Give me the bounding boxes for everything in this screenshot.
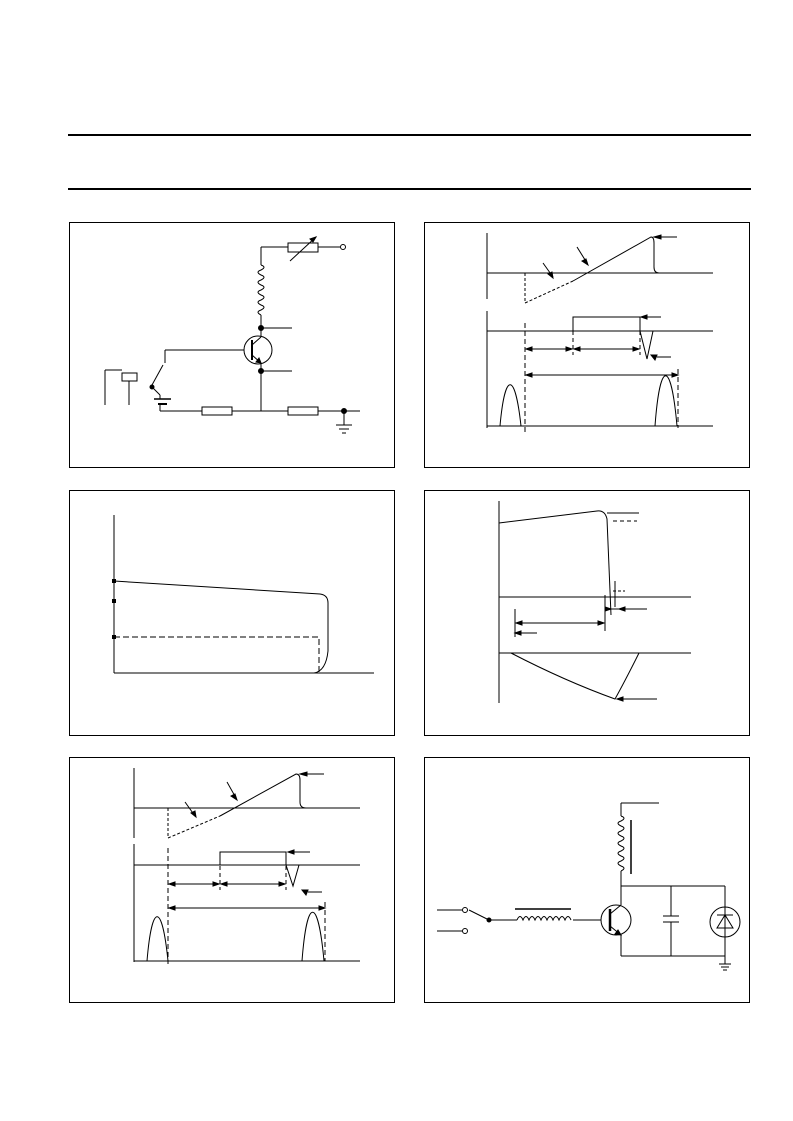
- figure-4-waveforms: [425, 491, 751, 737]
- drive-pulse-2: [655, 376, 677, 426]
- header-rule: [68, 188, 751, 190]
- tick-marker-1: [112, 579, 116, 583]
- dim-t-on-b: [213, 882, 219, 886]
- dim-t-p-a: [574, 347, 580, 351]
- dim-t-on-a: [169, 882, 175, 886]
- turnoff-spike: [640, 331, 653, 359]
- supply-terminal: [341, 245, 346, 250]
- ramp-dashed: [168, 816, 220, 838]
- curve-solid: [114, 581, 328, 673]
- figure-3-plot: [112, 491, 396, 737]
- drive-pulse-1: [500, 385, 521, 426]
- ramp-solid: [220, 774, 306, 816]
- arrow-top-right: [641, 315, 647, 319]
- variable-arrow-head: [310, 237, 316, 242]
- arrow-bottom: [617, 697, 623, 701]
- tick-marker-3: [112, 635, 116, 639]
- figure-1-test-circuit: [69, 222, 395, 468]
- dim-t-p-a: [221, 882, 227, 886]
- emitter-resistor: [288, 407, 318, 415]
- variable-resistor: [288, 243, 318, 252]
- pulse-current: [573, 317, 640, 331]
- inductor-coil: [258, 265, 264, 315]
- figure-6-test-circuit: [424, 757, 750, 1003]
- switch-lower-wire: [152, 387, 160, 395]
- figure-2-switching-waveforms: [424, 222, 750, 468]
- ramp-solid: [573, 237, 659, 281]
- dim-period-b: [319, 906, 325, 910]
- relay-coil: [122, 373, 137, 381]
- ramp-arrow-a: [191, 811, 196, 817]
- dim-ts-b: [598, 621, 604, 625]
- figure-3-curve: [69, 490, 395, 736]
- figure-2-waveforms: [425, 223, 751, 469]
- arrow-bottom-right: [651, 355, 657, 360]
- dim-t-on-b: [566, 347, 572, 351]
- switch-blade: [152, 365, 163, 385]
- drive-pulse-2: [302, 912, 324, 961]
- ramp-dashed: [525, 281, 573, 303]
- top-rule: [68, 134, 751, 136]
- figure-5-switching-waveforms: [69, 757, 395, 1003]
- switch-contact-b: [463, 929, 468, 934]
- dim-ts-a: [516, 621, 522, 625]
- dim-t-on-a: [526, 347, 532, 351]
- switch-blade: [469, 910, 489, 920]
- voltage-curve: [499, 511, 611, 615]
- base-resistor: [202, 407, 232, 415]
- arrow-top-right: [288, 850, 294, 854]
- dim-period-b: [672, 373, 678, 377]
- switch-contact-a: [463, 908, 468, 913]
- ramp-arrow-b: [231, 794, 237, 800]
- current-curve: [511, 653, 639, 699]
- peak-arrow: [654, 235, 661, 239]
- figure-4-turn-off-waveforms: [424, 490, 750, 736]
- transistor-collector-lead: [252, 337, 261, 345]
- dim-period-a: [169, 906, 175, 910]
- curve-dashed: [114, 637, 319, 673]
- figure-5-waveforms: [70, 758, 396, 1004]
- dim-t-p-b: [279, 882, 285, 886]
- drive-pulse-1: [147, 917, 168, 961]
- dim-t-p-b: [633, 347, 639, 351]
- pulse-current: [220, 852, 286, 865]
- peak-arrow: [300, 772, 307, 776]
- emitter-arrow: [256, 358, 261, 363]
- inductor-coil: [618, 816, 624, 871]
- tick-marker-2: [112, 599, 116, 603]
- ramp-arrow-b: [582, 259, 588, 265]
- ramp-arrow-a: [548, 272, 553, 278]
- figure-6-schematic: [425, 758, 751, 1004]
- dim-tf-b: [619, 607, 625, 611]
- dim-tf-a: [605, 607, 611, 611]
- turnoff-spike: [286, 865, 299, 886]
- emitter-arrow: [615, 930, 621, 935]
- dim-period-a: [526, 373, 532, 377]
- figure-1-schematic: [70, 223, 396, 469]
- transistor-collector-lead: [610, 905, 621, 914]
- arrow-left: [515, 631, 521, 635]
- base-inductor: [517, 917, 571, 921]
- arrow-bottom-right: [302, 890, 308, 895]
